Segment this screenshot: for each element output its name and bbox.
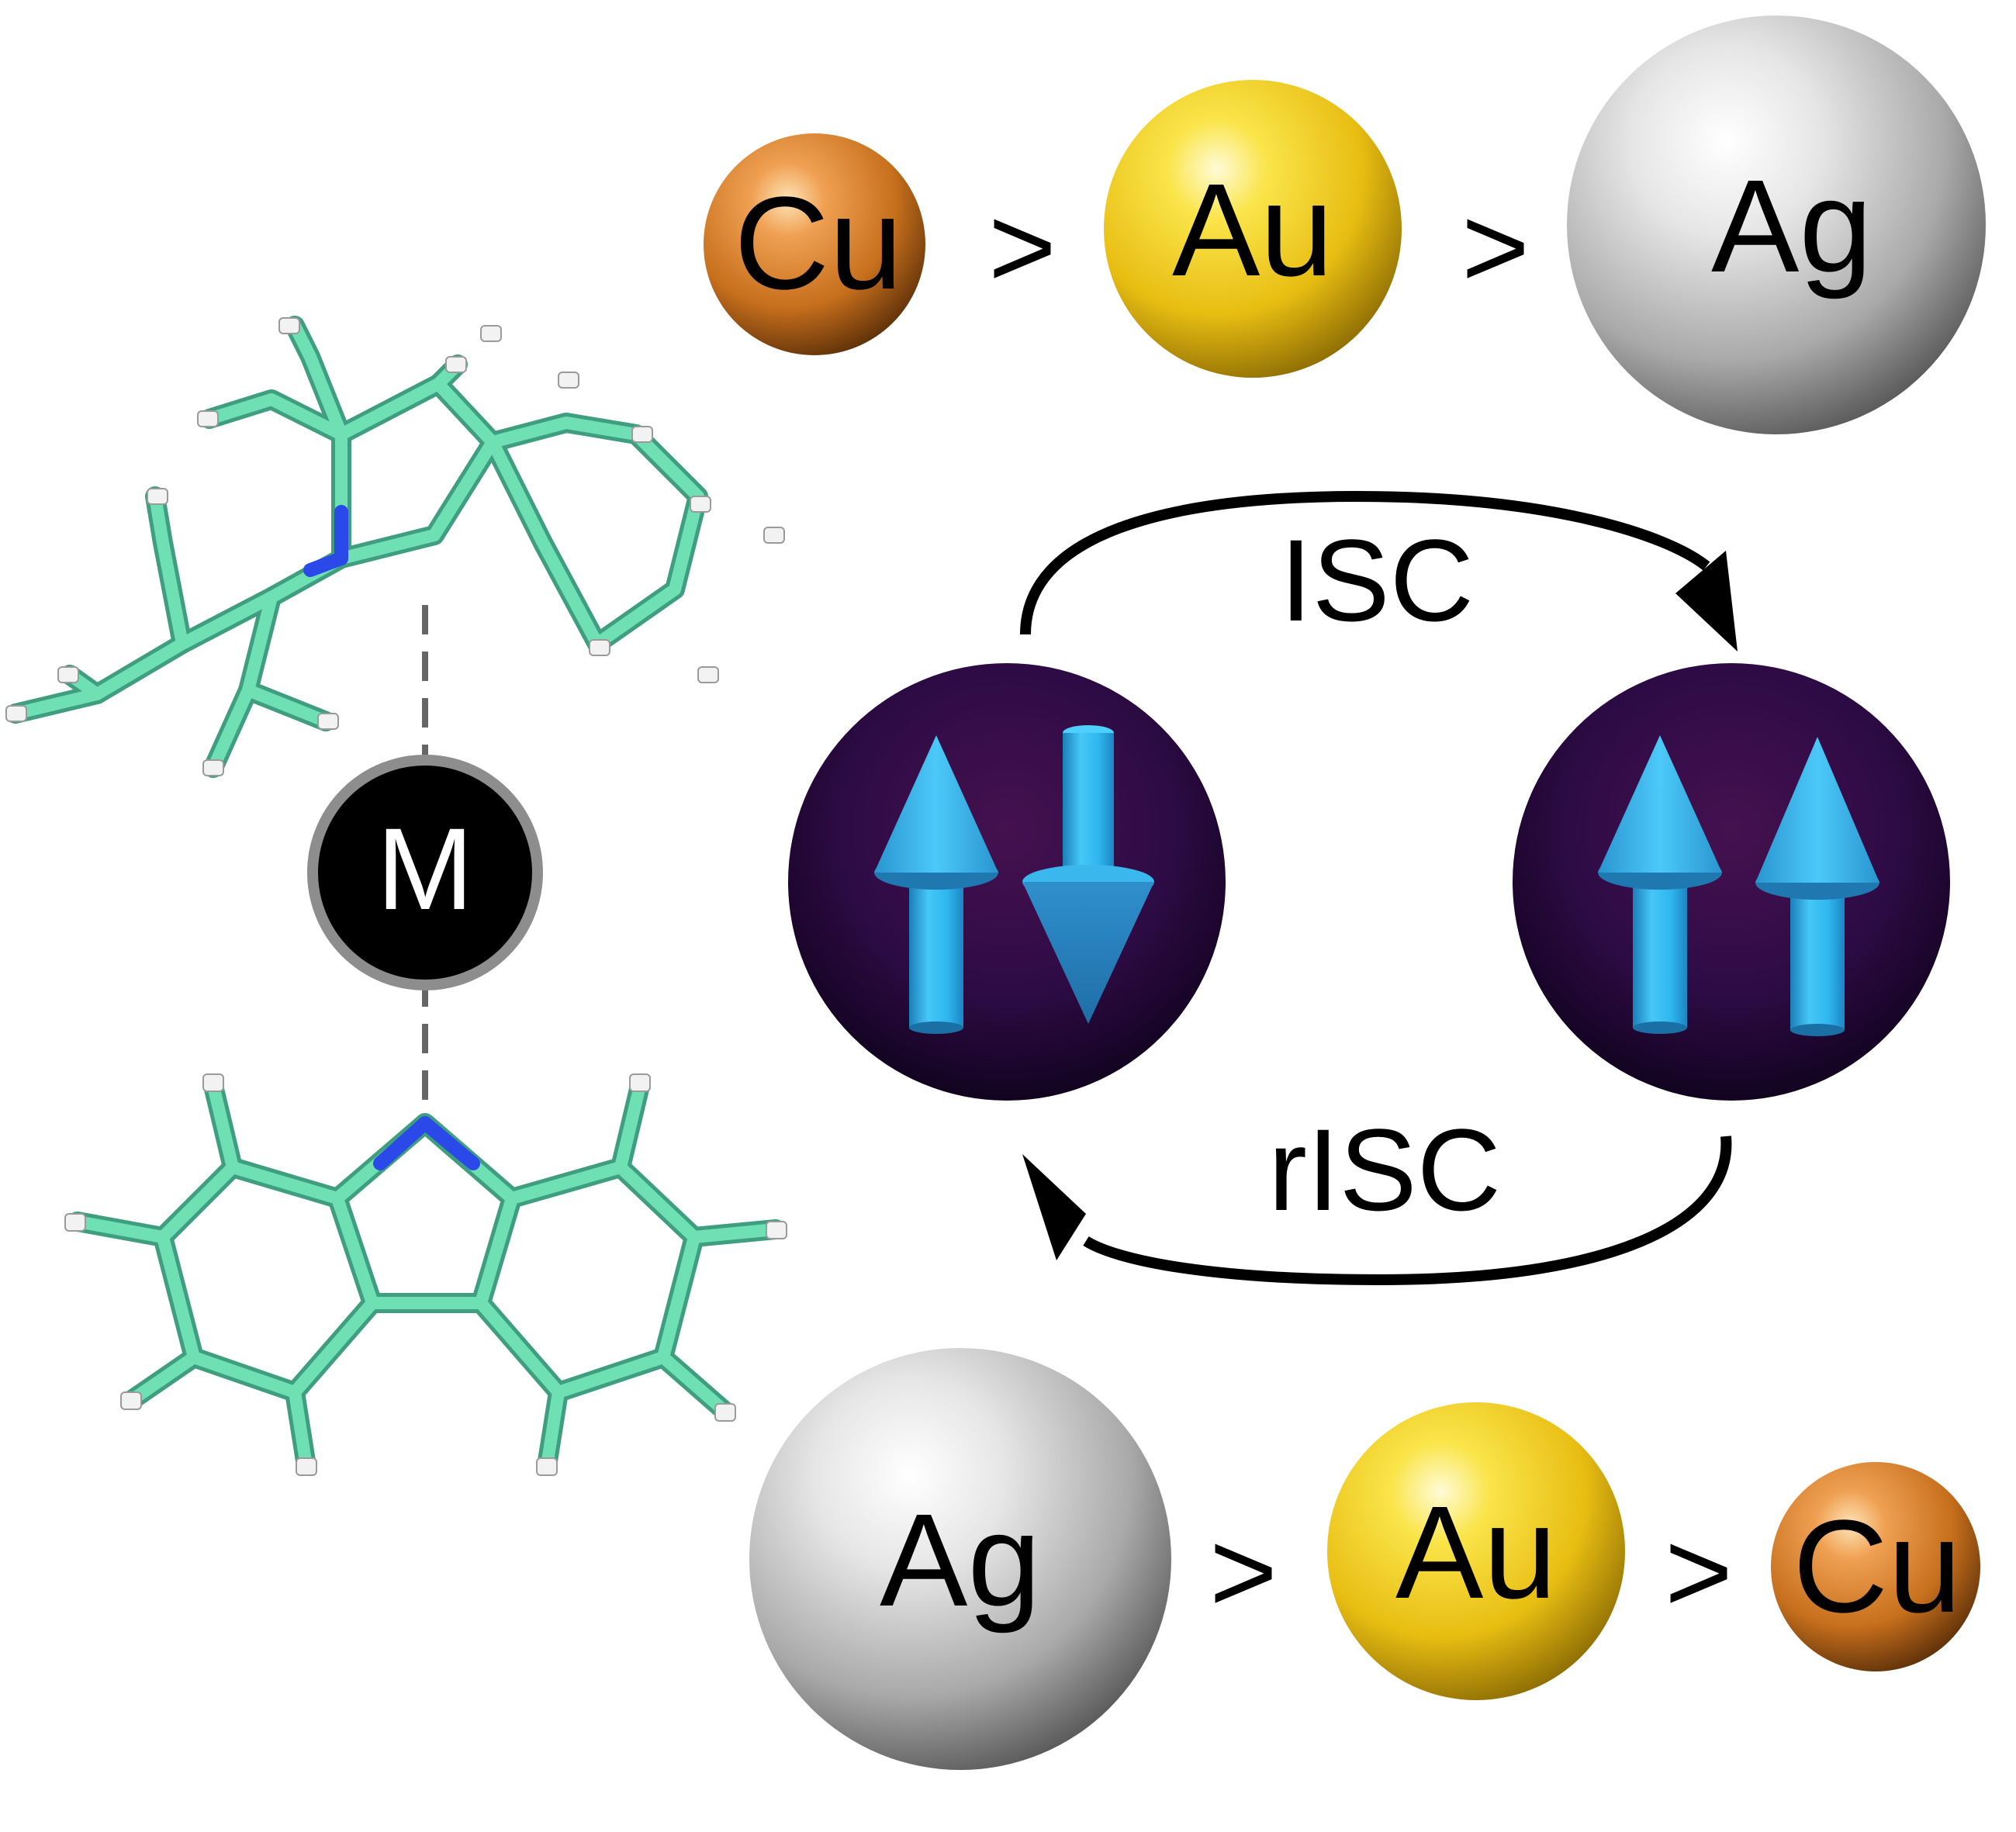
silver-sphere (1567, 16, 1986, 434)
nitrogen-atom-lower (373, 1116, 480, 1170)
top-series-separator-2: > (1461, 181, 1530, 312)
copper-sphere (704, 133, 925, 355)
lower-ligand (64, 1073, 787, 1476)
isc-arrowhead (1675, 551, 1738, 652)
spin-up-down-icon (874, 725, 1154, 1034)
bottom-series-separator-1: > (1209, 1506, 1278, 1637)
triplet-state (1513, 663, 1950, 1101)
hydrogen-atoms-upper (5, 317, 785, 776)
metal-center-label: M (377, 804, 474, 934)
bottom-series-symbol-2: Au (1395, 1479, 1557, 1626)
top-series-separator-1: > (988, 181, 1056, 312)
metal-center: M (307, 755, 543, 990)
isc-arrow (1020, 490, 1710, 635)
top-series-symbol-2: Au (1172, 157, 1333, 304)
top-series-symbol-3: Ag (1711, 153, 1872, 300)
singlet-state (788, 663, 1226, 1101)
bottom-series: Ag > Au > Cu (749, 1348, 1980, 1770)
bottom-series-separator-2: > (1665, 1506, 1733, 1637)
bottom-series-symbol-3: Cu (1793, 1493, 1961, 1640)
isc-label: ISC (1280, 515, 1474, 645)
spin-up-up-icon (1598, 735, 1879, 1036)
isc-cycle: ISC rISC (788, 490, 1950, 1286)
copper-sphere-bottom (1771, 1462, 1980, 1671)
risc-arrowhead (1022, 1154, 1086, 1260)
gold-sphere (1104, 80, 1402, 378)
upper-ligand (5, 316, 785, 778)
bottom-series-symbol-1: Ag (880, 1487, 1041, 1634)
triplet-state-sphere (1513, 663, 1950, 1101)
hydrogen-atoms-lower (64, 1073, 787, 1476)
risc-label: rISC (1268, 1104, 1501, 1235)
molecule-structure: M (5, 316, 787, 1476)
singlet-state-sphere (788, 663, 1226, 1101)
top-series: Cu > Au > Ag (704, 16, 1986, 434)
risc-arrow (1083, 1135, 1732, 1286)
gold-sphere-bottom (1327, 1402, 1625, 1700)
silver-sphere-bottom (749, 1348, 1171, 1770)
top-series-symbol-1: Cu (734, 170, 902, 317)
